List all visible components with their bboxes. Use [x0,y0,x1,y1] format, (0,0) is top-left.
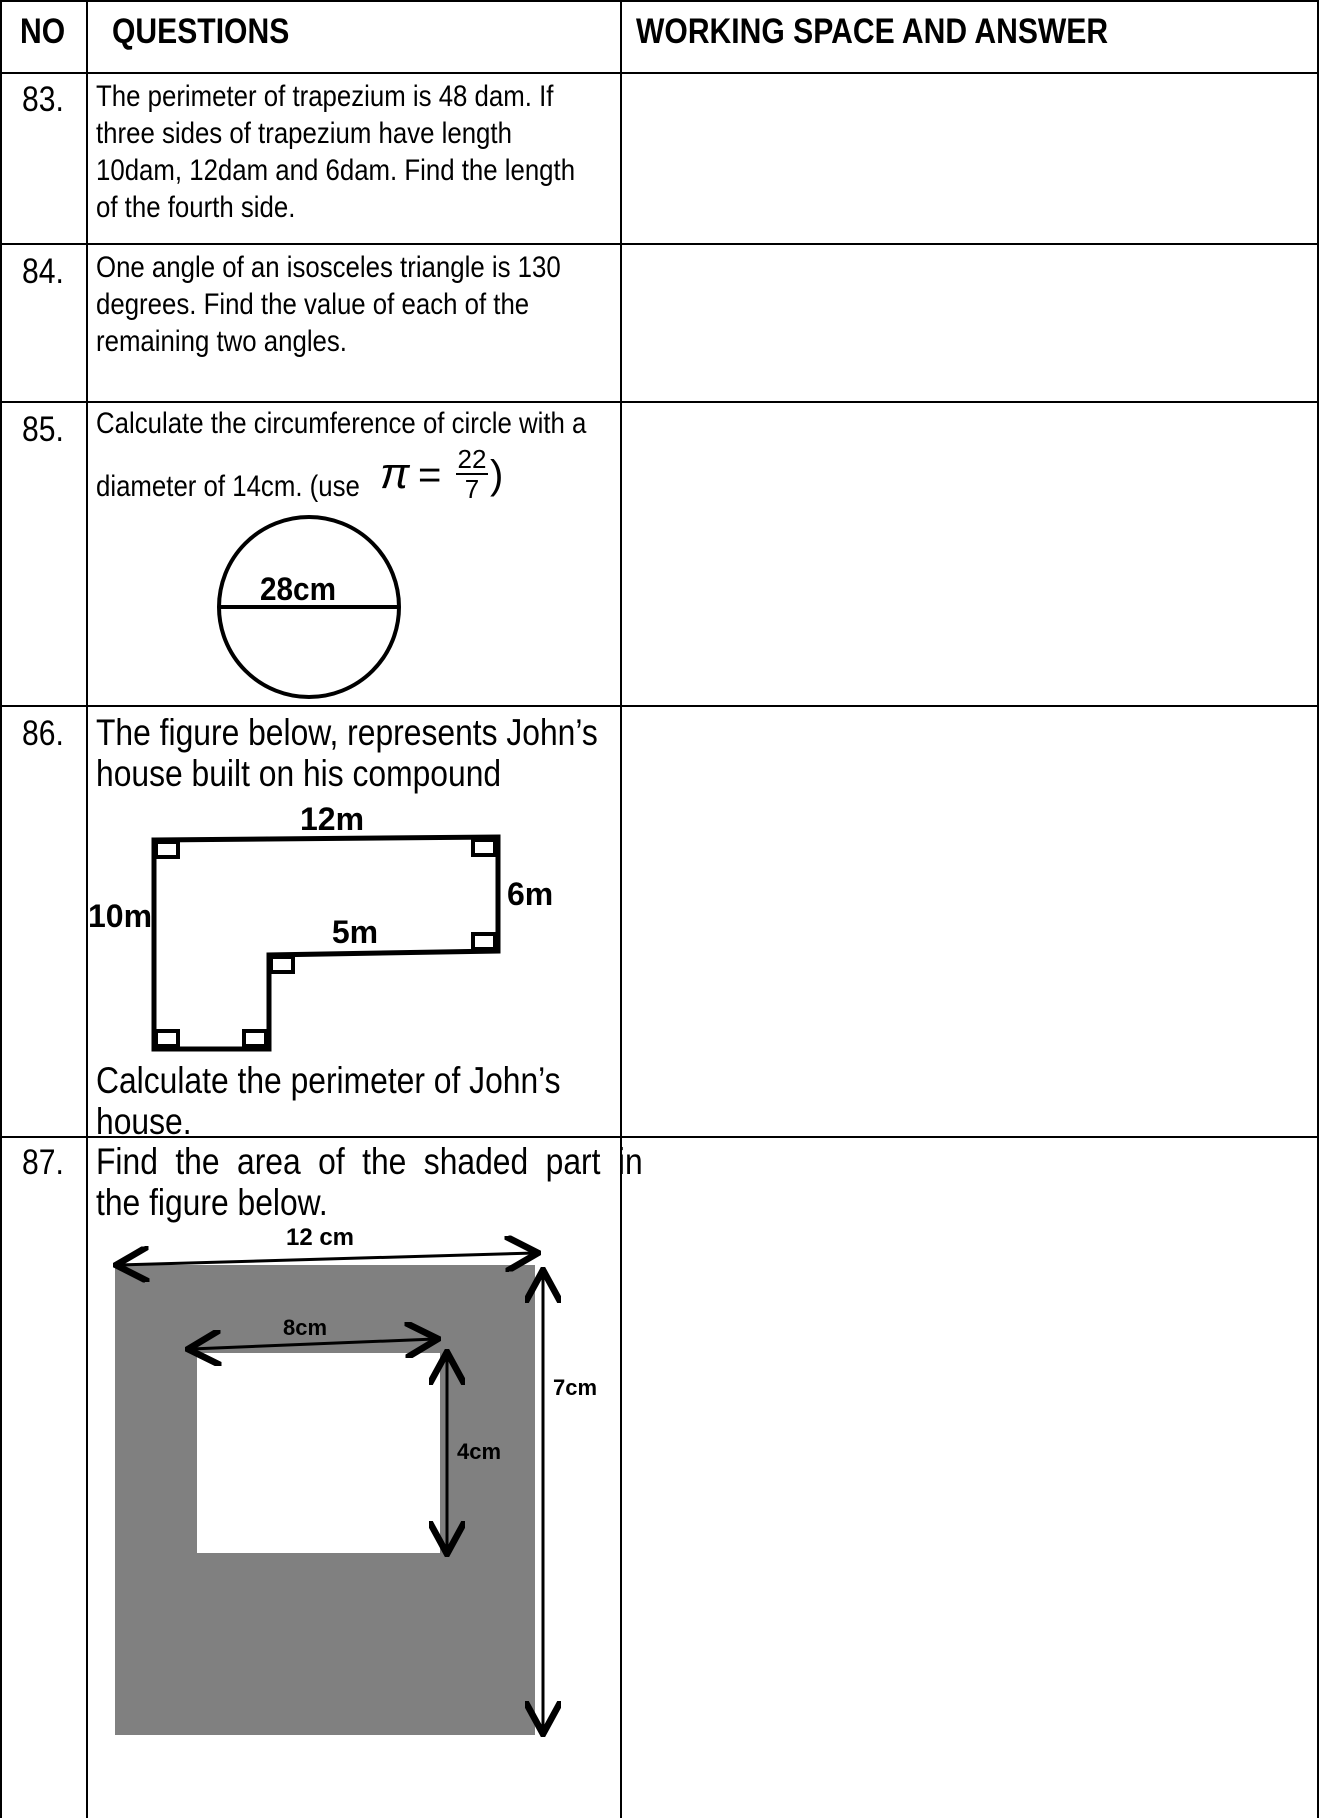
q86-line-3: Calculate the perimeter of John’s [96,1060,561,1101]
outer-width-arrow [119,1253,535,1265]
pi-symbol: π [380,449,411,498]
question-number-83: 83. [22,80,64,119]
question-number-86: 86. [22,714,64,753]
q87-line-2: the figure below. [96,1182,328,1223]
right-angle-mark [471,838,497,857]
pi-formula: π = 22 7 ) [380,444,503,500]
q84-line-2: degrees. Find the value of each of the [96,288,530,321]
q84-line-3: remaining two angles. [96,325,347,358]
inner-white-rectangle [197,1353,440,1553]
right-angle-mark [242,1029,268,1048]
diameter-label: 28cm [260,571,336,607]
q87-line-1-text: Find the area of the shaded part in [96,1141,643,1182]
right-angle-mark [154,1029,180,1048]
grid-line-left [0,0,2,1818]
question-text-84: One angle of an isosceles triangle is 13… [96,249,561,360]
q83-line-4: of the fourth side. [96,191,296,224]
grid-line-85 [0,705,1319,707]
q83-line-3: 10dam, 12dam and 6dam. Find the length [96,154,576,187]
question-text-85-line-2: diameter of 14cm. (use [96,470,360,503]
header-no: NO [20,12,66,51]
label-right-6m: 6m [507,876,553,912]
q83-line-2: three sides of trapezium have length [96,117,512,150]
grid-line-right [1317,0,1319,1818]
closing-paren: ) [490,453,503,497]
grid-line-83 [0,243,1319,245]
q87-line-1: Find the area of the shaded part in [96,1141,643,1182]
fraction-denominator: 7 [465,474,479,500]
shaded-rectangle-figure: 12 cm 8cm 4cm 7cm [105,1225,597,1815]
header-working-space: WORKING SPACE AND ANSWER [636,12,1109,51]
question-number-85: 85. [22,410,64,449]
house-figure: 12m 6m 10m 5m [88,801,553,1052]
grid-line-top [0,0,1319,2]
q86-line-1: The figure below, represents John’s [96,712,598,753]
q84-line-1: One angle of an isosceles triangle is 13… [96,251,561,284]
question-text-86-outro: Calculate the perimeter of John’s house. [96,1060,561,1142]
inner-width-label: 8cm [283,1315,327,1340]
outer-width-label: 12 cm [286,1225,354,1251]
question-text-83: The perimeter of trapezium is 48 dam. If… [96,78,575,226]
right-angle-mark [154,840,180,859]
question-number-87: 87. [22,1143,64,1182]
question-number-84: 84. [22,252,64,291]
question-text-85-line-1: Calculate the circumference of circle wi… [96,407,587,440]
inner-height-label: 4cm [457,1439,501,1464]
q83-line-1: The perimeter of trapezium is 48 dam. If [96,80,554,113]
grid-line-header [0,72,1319,74]
header-questions: QUESTIONS [112,12,290,51]
fraction-numerator: 22 [458,444,487,474]
label-inner-5m: 5m [332,914,378,950]
right-angle-mark [471,932,497,951]
q86-line-2: house built on his compound [96,753,502,794]
grid-line-questions [620,0,622,1818]
question-text-87-intro: Find the area of the shaded part in the … [96,1141,643,1223]
inner-width-arrow [191,1339,435,1349]
grid-line-84 [0,401,1319,403]
house-outline [151,834,501,1052]
label-left-10m: 10m [88,898,152,934]
circle-figure: 28cm [217,515,401,699]
q86-line-4: house. [96,1101,192,1142]
grid-line-86 [0,1136,1319,1138]
outer-height-label: 7cm [553,1375,597,1400]
grid-line-no [86,0,88,1818]
right-angle-mark [269,955,295,974]
label-top-12m: 12m [300,801,364,837]
question-text-86-intro: The figure below, represents John’s hous… [96,712,598,794]
equals-sign: = [418,453,441,497]
